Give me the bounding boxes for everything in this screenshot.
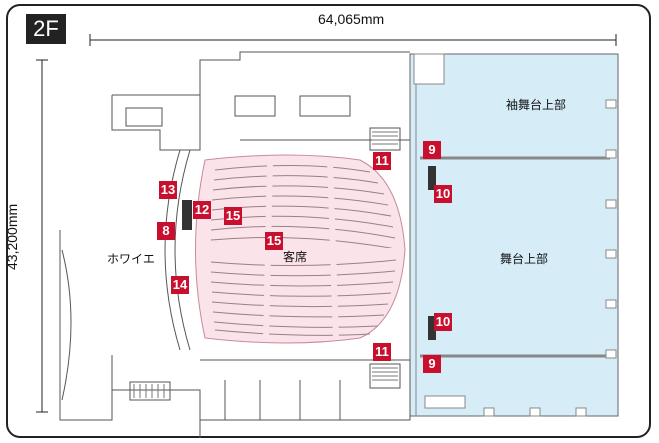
marker-11: 11 [373, 343, 391, 361]
marker-15: 15 [265, 232, 283, 250]
floor-badge: 2F [26, 14, 66, 44]
height-dimension: 43,200mm [4, 203, 20, 270]
stage-upper-label: 舞台上部 [500, 252, 549, 266]
seating-label: 客席 [283, 250, 308, 264]
dimension-lines [36, 34, 617, 413]
marker-8: 8 [157, 222, 175, 240]
building-walls [59, 51, 411, 438]
marker-15: 15 [224, 207, 242, 225]
marker-10: 10 [434, 185, 452, 203]
lobby-label: ホワイエ [107, 252, 155, 266]
marker-12: 12 [193, 201, 211, 219]
marker-10: 10 [434, 313, 452, 331]
marker-13: 13 [159, 181, 177, 199]
width-dimension: 64,065mm [318, 11, 385, 27]
marker-9: 9 [423, 141, 441, 159]
wing-upper-label: 袖舞台上部 [506, 98, 567, 112]
marker-9: 9 [423, 355, 441, 373]
stage-battens [420, 156, 610, 358]
stage-wall-pillars [483, 99, 617, 417]
stairs [133, 131, 398, 398]
marker-14: 14 [171, 276, 189, 294]
marker-11: 11 [373, 152, 391, 170]
seat-rows [210, 164, 397, 336]
